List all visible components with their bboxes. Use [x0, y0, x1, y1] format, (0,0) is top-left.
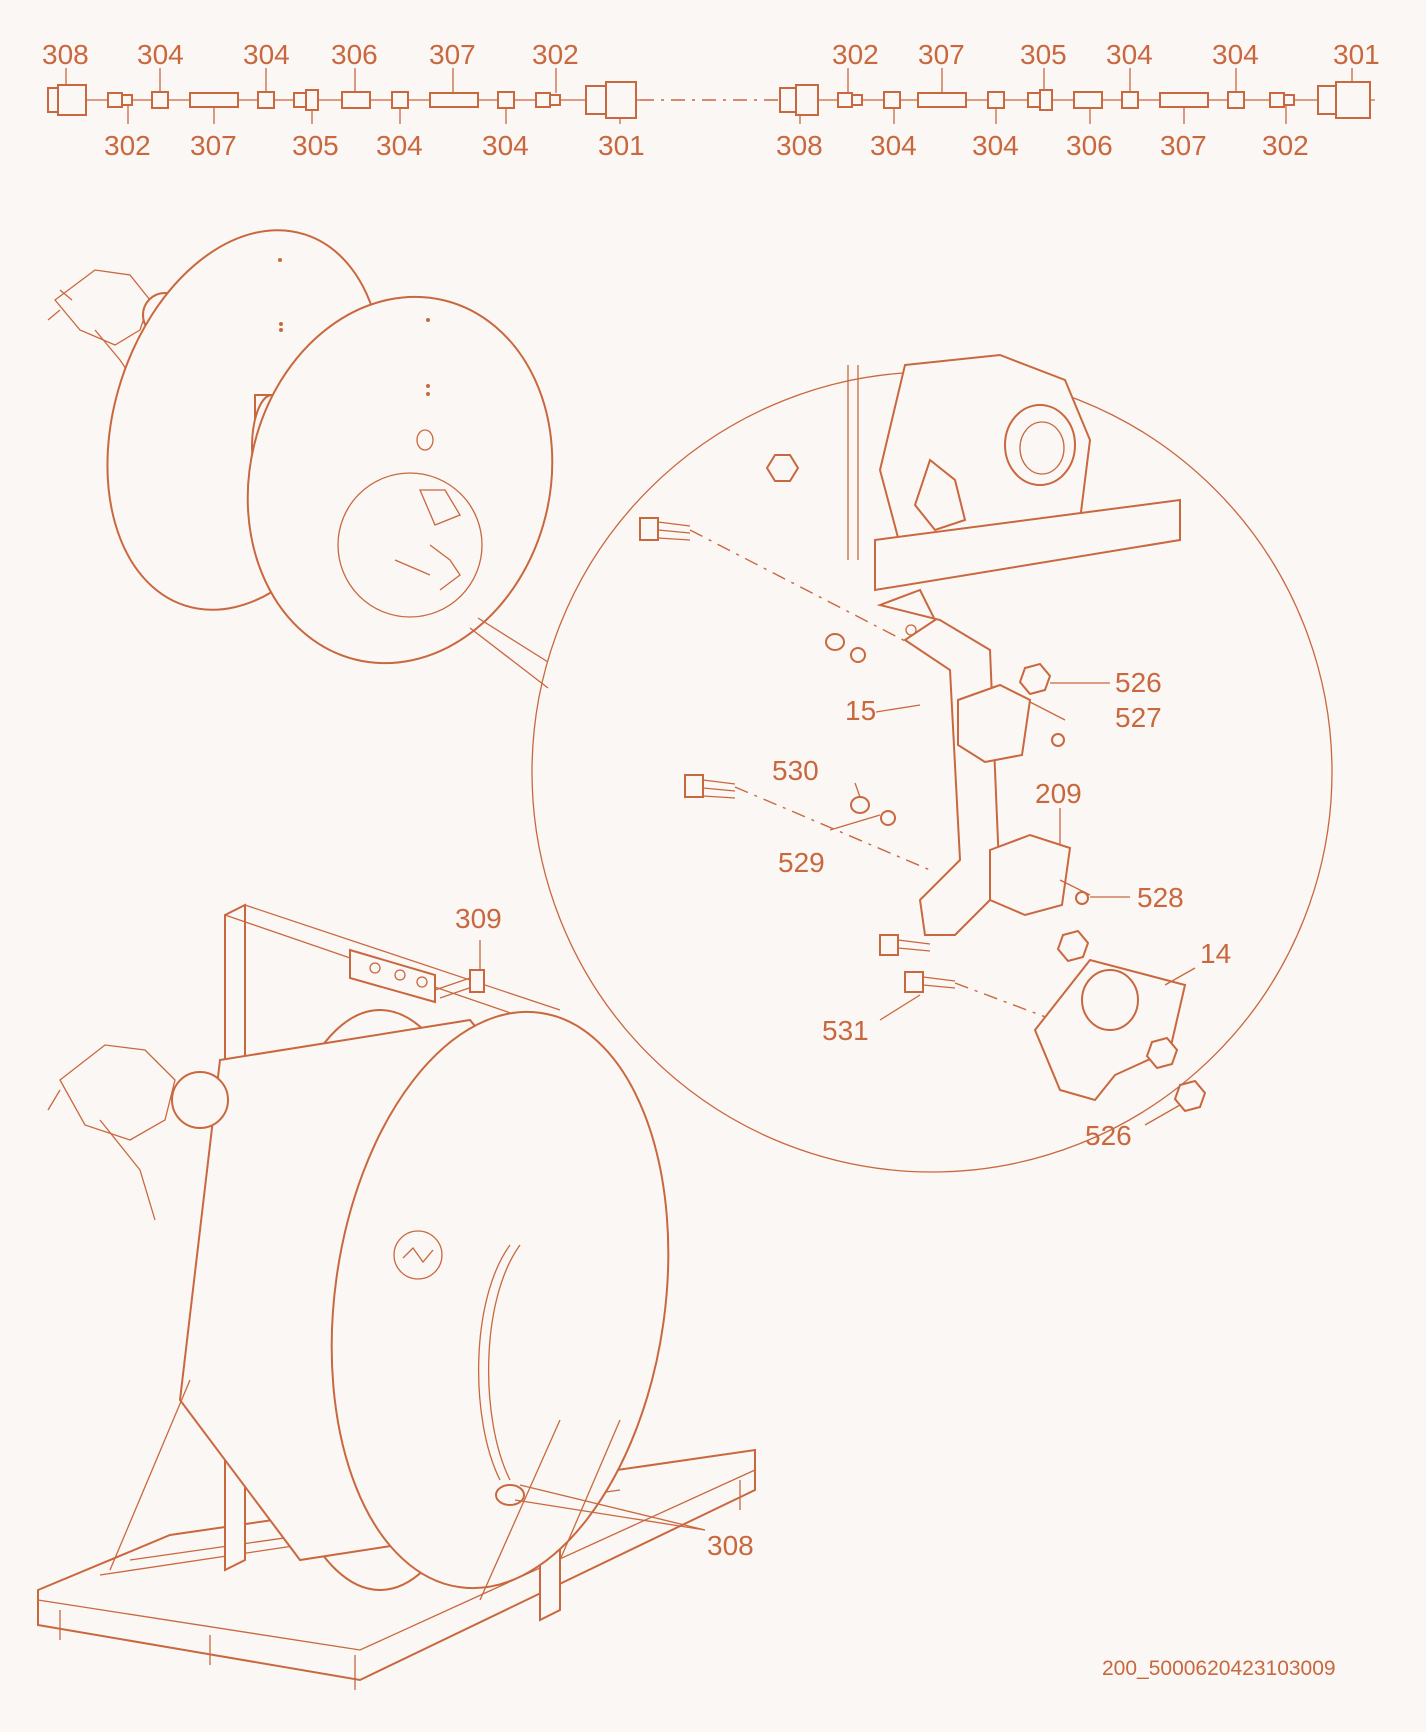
reel-labels: 309 308 [455, 903, 754, 1561]
exploded-reel [47, 229, 554, 689]
callout-209: 209 [1035, 778, 1082, 809]
callout-302: 302 [832, 39, 879, 70]
callout-301: 301 [598, 130, 645, 161]
callout-304: 304 [1106, 39, 1153, 70]
callout-528: 528 [1137, 882, 1184, 913]
detail-view [531, 353, 1333, 1173]
callout-309: 309 [455, 903, 502, 934]
callout-526: 526 [1115, 667, 1162, 698]
reel-leader-lines [479, 940, 706, 1531]
callout-304: 304 [1212, 39, 1259, 70]
callout-527: 527 [1115, 702, 1162, 733]
callout-301: 301 [1333, 39, 1380, 70]
detail-labels: 15 526 527 530 529 209 528 14 531 526 [772, 667, 1231, 1151]
hose-assembly-left [47, 81, 640, 119]
callout-305: 305 [292, 130, 339, 161]
hose-labels-left: 308 304 304 306 307 302 302 307 305 304 … [42, 39, 645, 161]
hose-labels-right: 302 307 305 304 304 301 308 304 304 306 … [776, 39, 1380, 161]
callout-308: 308 [707, 1530, 754, 1561]
callout-302: 302 [532, 39, 579, 70]
callout-530: 530 [772, 755, 819, 786]
top-leader-lines [65, 68, 1353, 124]
callout-307: 307 [918, 39, 965, 70]
callout-308: 308 [42, 39, 89, 70]
callout-306: 306 [331, 39, 378, 70]
callout-306: 306 [1066, 130, 1113, 161]
callout-302: 302 [104, 130, 151, 161]
document-id: 200_5000620423103009 [1102, 1657, 1336, 1680]
callout-529: 529 [778, 847, 825, 878]
callout-304: 304 [376, 130, 423, 161]
callout-304: 304 [482, 130, 529, 161]
callout-304: 304 [243, 39, 290, 70]
callout-526: 526 [1085, 1120, 1132, 1151]
callout-307: 307 [429, 39, 476, 70]
detail-leader-lines [829, 682, 1196, 1126]
callout-307: 307 [190, 130, 237, 161]
callout-305: 305 [1020, 39, 1067, 70]
callout-304: 304 [972, 130, 1019, 161]
callout-304: 304 [137, 39, 184, 70]
callout-304: 304 [870, 130, 917, 161]
callout-307: 307 [1160, 130, 1207, 161]
callout-14: 14 [1200, 938, 1231, 969]
callout-302: 302 [1262, 130, 1309, 161]
callout-308: 308 [776, 130, 823, 161]
hose-assembly-right [779, 81, 1375, 119]
callout-531: 531 [822, 1015, 869, 1046]
callout-15: 15 [845, 695, 876, 726]
assembled-reel [37, 903, 756, 1690]
